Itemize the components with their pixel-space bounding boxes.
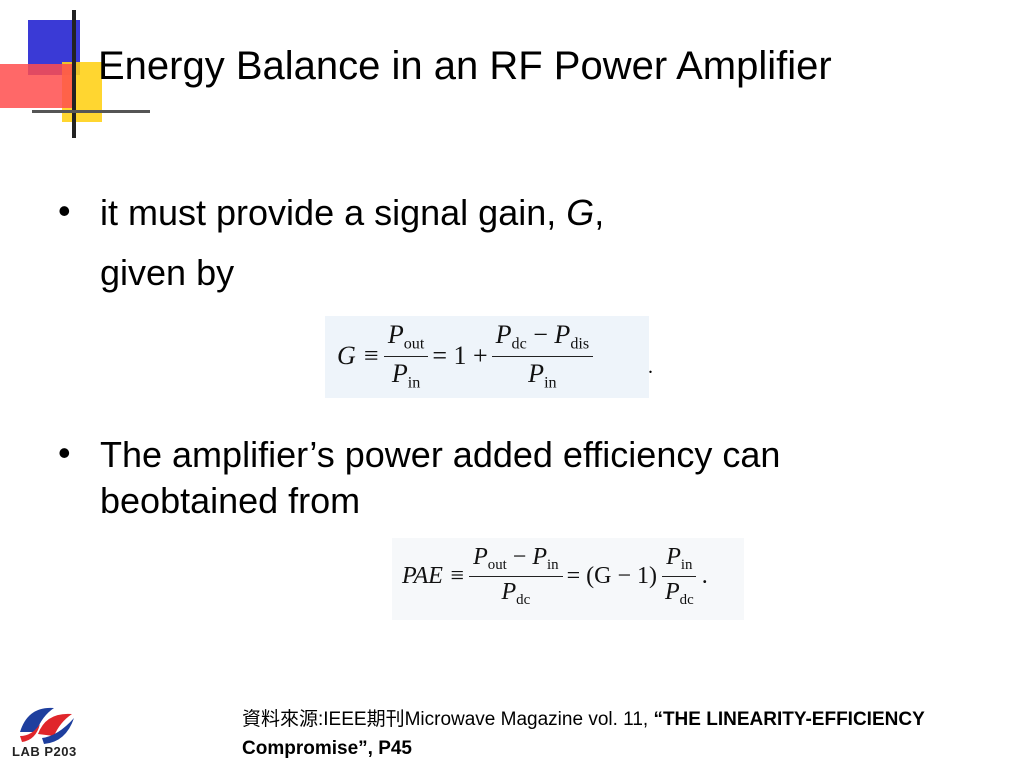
bullet-text: The amplifier’s power added efficiency c… [100,434,781,521]
gain-equation-image: G ≡ Pout Pin = 1 + Pdc − Pdis Pin [325,316,649,398]
fraction: Pin Pdc [661,544,698,609]
lab-logo-label: LAB P203 [12,744,77,759]
variable-g: G [566,192,595,233]
pae-equation: PAE ≡ Pout − Pin Pdc = (G − 1) Pin Pdc . [402,544,708,609]
bullet-text: it must provide a signal gain, G, given … [100,192,605,293]
lab-logo-icon [20,707,74,744]
equation-trailing-period: . [648,356,653,378]
bullet-marker: • [58,432,71,473]
fraction: Pout − Pin Pdc [469,544,563,609]
gain-equation: G ≡ Pout Pin = 1 + Pdc − Pdis Pin [337,320,597,392]
slide-title: Energy Balance in an RF Power Amplifier [98,44,832,88]
fraction: Pdc − Pdis Pin [491,320,594,392]
fraction: Pout Pin [383,320,429,392]
source-citation: 資料來源:IEEE期刊Microwave Magazine vol. 11, “… [242,709,925,759]
pae-equation-image: PAE ≡ Pout − Pin Pdc = (G − 1) Pin Pdc . [392,538,744,620]
bullet-marker: • [58,190,71,231]
decorative-corner-graphic [0,10,150,138]
